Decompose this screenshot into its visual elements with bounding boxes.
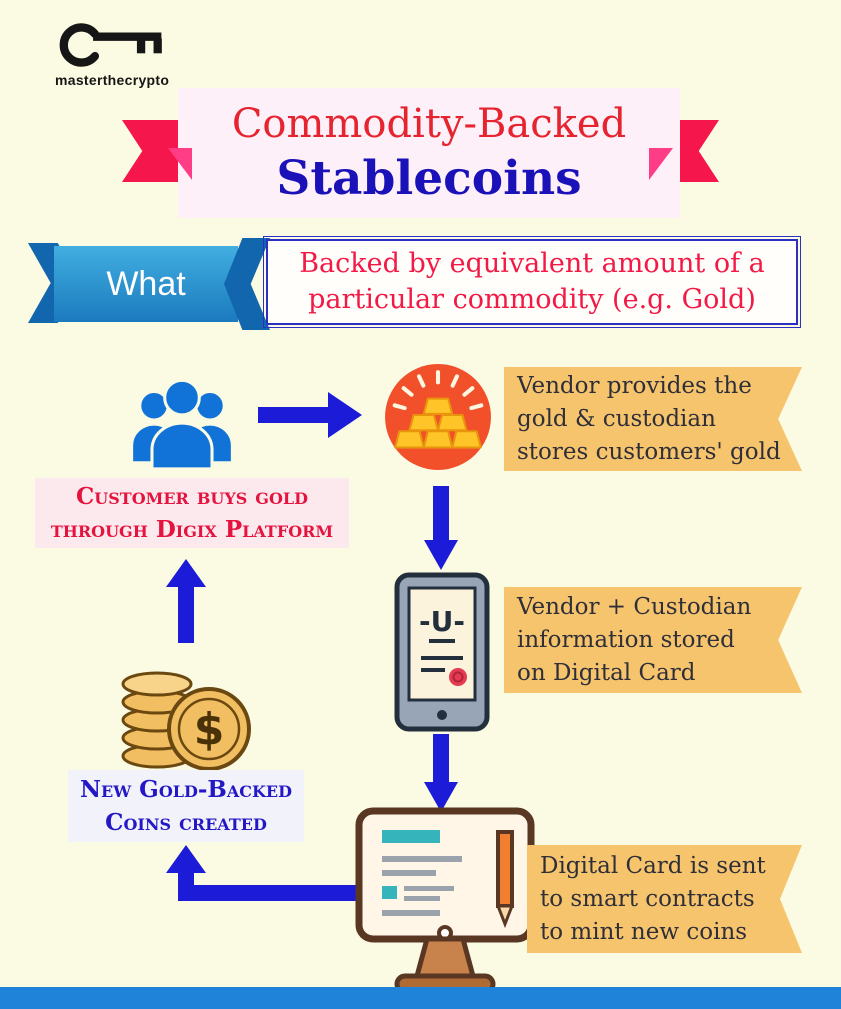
gold-icon bbox=[383, 362, 493, 476]
what-label: What bbox=[106, 264, 186, 303]
contract-note-line3: to mint new coins bbox=[540, 918, 748, 945]
card-note-line3: on Digital Card bbox=[517, 659, 696, 686]
newcoins-step-label: New Gold-Backed Coins created bbox=[68, 770, 304, 842]
flow-arrow-right bbox=[258, 392, 362, 438]
customer-step-label: Customer buys gold through Digix Platfor… bbox=[35, 478, 349, 548]
vendor-note-line2: gold & custodian bbox=[517, 405, 716, 432]
dollar-symbol: $ bbox=[194, 704, 225, 755]
definition-line2: particular commodity (e.g. Gold) bbox=[308, 284, 756, 315]
newcoins-step-line2: Coins created bbox=[105, 809, 267, 836]
contract-note-line2: to smart contracts bbox=[540, 885, 755, 912]
definition-box: Backed by equivalent amount of a particu… bbox=[263, 236, 801, 328]
definition-line1: Backed by equivalent amount of a bbox=[299, 248, 765, 279]
contract-note-line1: Digital Card is sent bbox=[540, 852, 766, 879]
flow-arrow-down-1 bbox=[424, 486, 458, 570]
card-note-line2: information stored bbox=[517, 626, 735, 653]
customer-step-line1: Customer buys gold bbox=[75, 483, 309, 510]
title-banner: Commodity-Backed Stablecoins bbox=[178, 88, 680, 218]
flow-arrow-down-2 bbox=[424, 734, 458, 812]
vendor-note: Vendor provides the gold & custodian sto… bbox=[504, 367, 802, 471]
card-note: Vendor + Custodian information stored on… bbox=[504, 587, 802, 693]
newcoins-step-line1: New Gold-Backed bbox=[79, 776, 292, 803]
brand-logo bbox=[58, 20, 188, 100]
vendor-note-line1: Vendor provides the bbox=[517, 372, 752, 399]
card-note-line1: Vendor + Custodian bbox=[517, 593, 752, 620]
brand-name: masterthecrypto bbox=[55, 72, 170, 88]
customer-step-line2: through Digix Platform bbox=[50, 516, 334, 543]
page-title-line2: Stablecoins bbox=[276, 150, 582, 206]
flow-arrow-up bbox=[166, 559, 206, 643]
gold-coins-icon: $ bbox=[112, 634, 256, 780]
contract-note: Digital Card is sent to smart contracts … bbox=[527, 845, 802, 953]
smart-contract-computer-icon bbox=[352, 806, 538, 1004]
customers-icon bbox=[128, 364, 236, 482]
digital-card-icon: -U- bbox=[393, 571, 491, 737]
vendor-note-line3: stores customers' gold bbox=[517, 438, 781, 465]
flow-arrow-elbow bbox=[166, 845, 356, 901]
page-title-line1: Commodity-Backed bbox=[231, 100, 627, 147]
tablet-u-text: -U- bbox=[419, 605, 465, 638]
footer-bar bbox=[0, 987, 841, 1009]
key-icon bbox=[59, 23, 162, 67]
what-banner: What bbox=[54, 246, 238, 322]
